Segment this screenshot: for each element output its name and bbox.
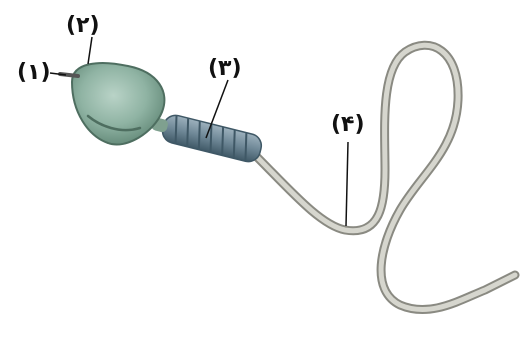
- tail: [255, 45, 515, 309]
- label-1: (۱): [17, 60, 51, 85]
- leader-line-4: [346, 142, 348, 226]
- label-3: (۳): [208, 56, 242, 81]
- head: [60, 63, 164, 145]
- label-2: (۲): [66, 13, 100, 38]
- leader-line-2: [88, 37, 92, 64]
- head-body: [72, 63, 164, 145]
- label-4: (۴): [331, 112, 365, 137]
